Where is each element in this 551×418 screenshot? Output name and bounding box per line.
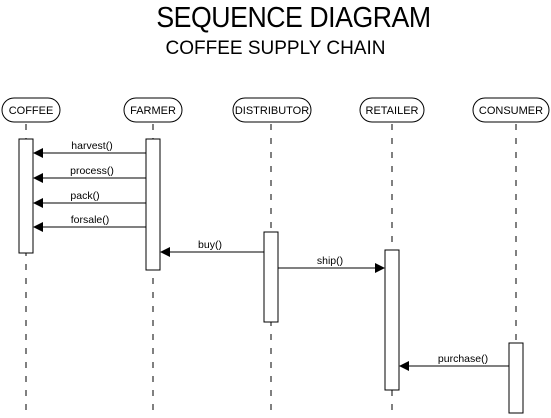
participant-consumer-label: CONSUMER: [479, 105, 543, 117]
message-purchase: purchase(): [399, 353, 509, 371]
activation-retailer: [384, 249, 400, 391]
activation-coffee: [18, 138, 34, 254]
message-ship-label: ship(): [317, 255, 343, 267]
message-harvest-label: harvest(): [71, 140, 112, 152]
participant-retailer: RETAILER: [359, 97, 425, 123]
message-forsale: forsale(): [33, 214, 146, 232]
message-harvest: harvest(): [33, 140, 146, 158]
participant-distributor-label: DISTRIBUTOR: [235, 105, 309, 117]
participant-retailer-label: RETAILER: [366, 105, 419, 117]
activation-farmer: [145, 138, 161, 271]
diagram-title: SEQUENCE DIAGRAM: [156, 2, 431, 34]
message-forsale-label: forsale(): [71, 214, 110, 226]
participant-farmer: FARMER: [123, 97, 183, 123]
participant-coffee-label: COFFEE: [9, 105, 54, 117]
message-buy: buy(): [160, 239, 264, 257]
message-process-label: process(): [70, 165, 114, 177]
participant-farmer-label: FARMER: [130, 105, 176, 117]
message-purchase-label: purchase(): [438, 353, 488, 365]
message-process: process(): [33, 165, 146, 183]
activation-consumer: [508, 342, 524, 414]
participant-distributor: DISTRIBUTOR: [232, 97, 312, 123]
message-ship: ship(): [278, 255, 385, 273]
diagram-subtitle: COFFEE SUPPLY CHAIN: [165, 38, 386, 59]
message-pack-label: pack(): [70, 190, 99, 202]
activation-distributor: [263, 231, 279, 323]
participant-coffee: COFFEE: [1, 97, 61, 123]
message-pack: pack(): [33, 190, 146, 208]
message-buy-label: buy(): [198, 239, 222, 251]
participant-consumer: CONSUMER: [472, 97, 550, 123]
